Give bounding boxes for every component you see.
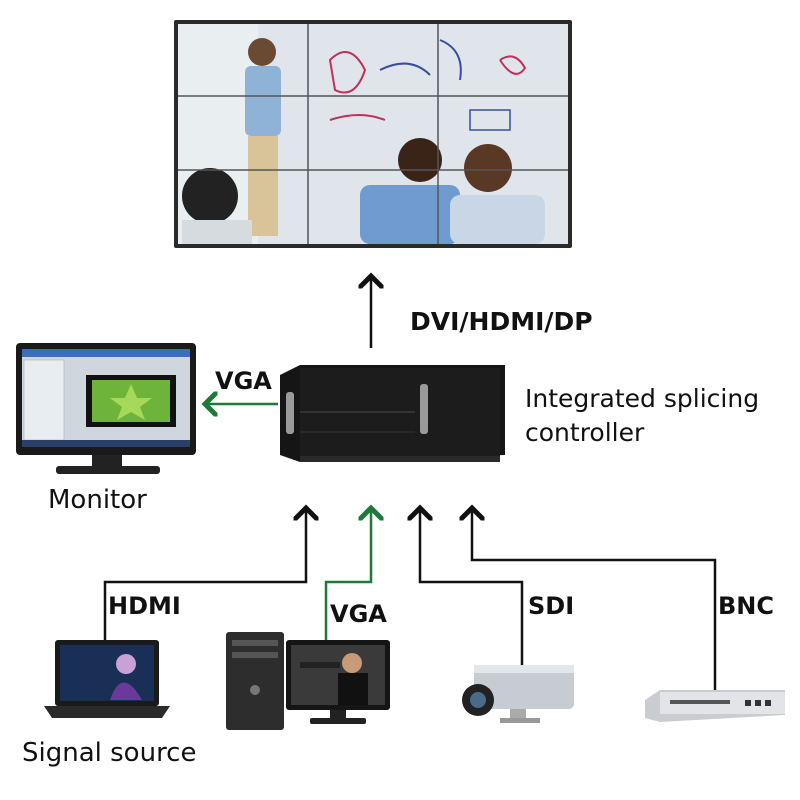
monitor-icon (16, 343, 196, 474)
hdmi-label: HDMI (108, 592, 181, 620)
monitor-label: Monitor (48, 485, 147, 515)
vga-input-connection (324, 508, 371, 640)
signal-source-label: Signal source (22, 738, 197, 768)
hdmi-connection (103, 508, 306, 640)
dvd-player-icon (645, 690, 785, 722)
sdi-connection (420, 508, 524, 665)
desktop-pc-icon (226, 632, 390, 730)
output-link-label: DVI/HDMI/DP (410, 307, 593, 336)
vga-input-label: VGA (330, 600, 387, 628)
monitor-vga-label: VGA (215, 367, 272, 395)
controller-label-line2: controller (525, 418, 645, 447)
controller-label-line1: Integrated splicing (525, 384, 760, 413)
security-camera-icon (462, 665, 574, 723)
laptop-icon (44, 640, 170, 718)
bnc-label: BNC (718, 592, 774, 620)
splicing-controller-icon (280, 365, 505, 462)
bnc-connection (472, 508, 717, 690)
video-wall-icon (174, 20, 572, 248)
sdi-label: SDI (528, 592, 575, 620)
